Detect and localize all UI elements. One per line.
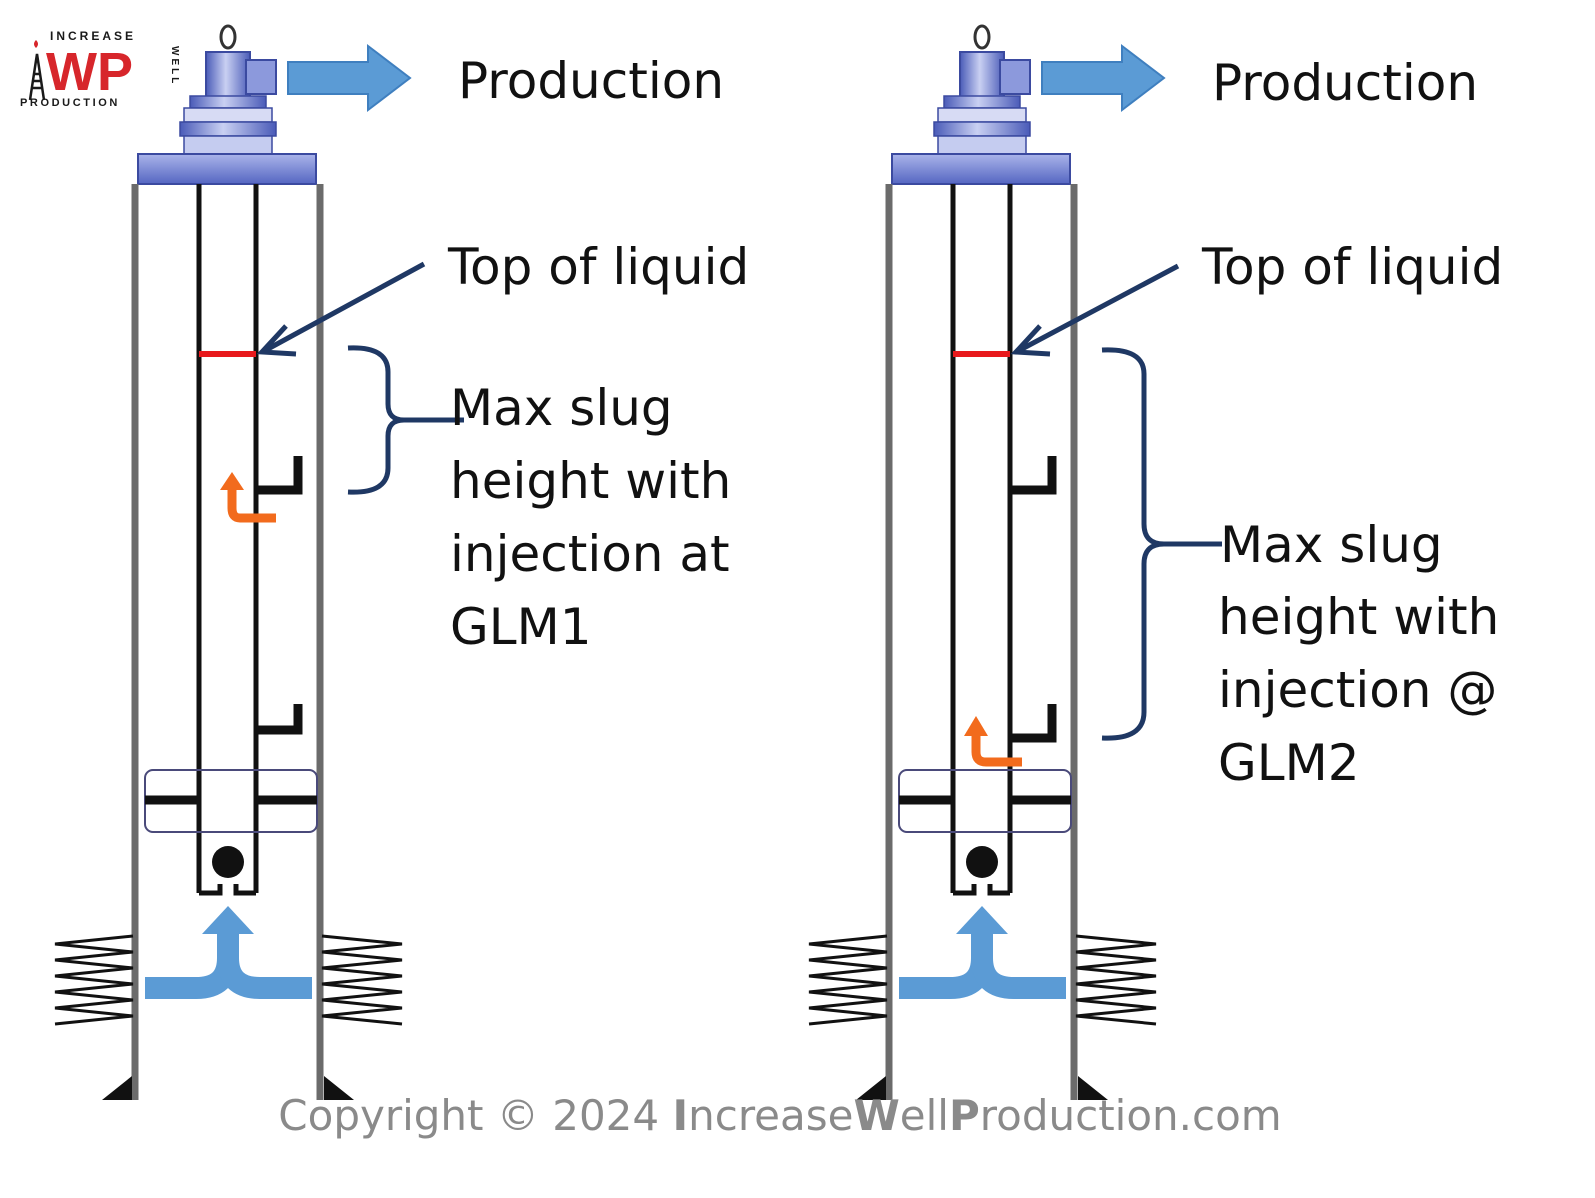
production-label: Production: [1212, 54, 1478, 112]
top-of-liquid-leader: [1018, 263, 1180, 353]
gas-injection-arrow-icon: [964, 716, 1022, 767]
seat-nipple: [199, 884, 256, 896]
well-panel-glm1: Production: [54, 24, 749, 1100]
slug-label-line-3: injection at: [450, 525, 730, 583]
production-label: Production: [458, 52, 724, 110]
slug-height-bracket: [1101, 347, 1222, 741]
copyright-part-1: I: [672, 1091, 688, 1140]
top-of-liquid-label: Top of liquid: [447, 238, 749, 296]
wellhead-icon: [891, 24, 1071, 185]
slug-height-bracket: [347, 345, 464, 495]
leader-arrowhead: [256, 324, 297, 357]
production-arrow-icon: [287, 43, 412, 113]
slug-label-line-3: injection @: [1218, 661, 1497, 719]
logo-side-text: WELL: [169, 46, 180, 86]
seat-nipple: [953, 884, 1010, 896]
top-of-liquid-label: Top of liquid: [1201, 238, 1503, 296]
slug-label-line-1: Max slug: [450, 379, 673, 437]
slug-label-line-2: height with: [1218, 588, 1499, 646]
perforations-left: [808, 934, 888, 1026]
perforations-left: [54, 934, 134, 1026]
check-ball-icon: [212, 846, 244, 878]
casing-shoe-right: [324, 1076, 354, 1100]
glm1-valve: [256, 456, 303, 495]
copyright-part-4: ell: [900, 1091, 949, 1140]
gas-injection-arrow-icon: [220, 472, 276, 523]
logo: INCREASE WP WELL PRODUCTION: [20, 29, 180, 109]
logo-main-text: WP: [46, 42, 133, 102]
check-ball-icon: [966, 846, 998, 878]
casing-shoe-left: [102, 1076, 132, 1100]
logo-top-text: INCREASE: [50, 29, 136, 43]
leader-arrowhead: [1010, 324, 1051, 357]
casing-shoe-left: [856, 1076, 886, 1100]
inflow-arrow-icon: [899, 906, 1066, 999]
casing-shoe-right: [1078, 1076, 1108, 1100]
slug-label-line-4: GLM1: [450, 598, 592, 656]
copyright-prefix: Copyright © 2024: [278, 1091, 672, 1140]
copyright-part-6: roduction.com: [980, 1091, 1282, 1140]
perforations-right: [1075, 934, 1157, 1026]
slug-height-label: Max slug height with injection @ GLM2: [1218, 516, 1499, 792]
top-of-liquid-leader: [264, 261, 426, 353]
glm2-valve: [1010, 704, 1057, 743]
perforations-right: [321, 934, 403, 1026]
slug-label-line-4: GLM2: [1218, 734, 1360, 792]
production-arrow-icon: [1041, 43, 1166, 113]
glm2-valve: [256, 704, 303, 735]
copyright-part-5: P: [949, 1091, 980, 1140]
slug-label-line-2: height with: [450, 452, 731, 510]
copyright-notice: Copyright © 2024 IncreaseWellProduction.…: [278, 1091, 1281, 1140]
slug-height-label: Max slug height with injection at GLM1: [450, 379, 731, 656]
slug-label-line-1: Max slug: [1220, 516, 1443, 574]
inflow-arrow-icon: [145, 906, 312, 999]
logo-bottom-text: PRODUCTION: [20, 97, 120, 109]
well-panel-glm2: Production Top: [808, 24, 1503, 1100]
copyright-part-3: W: [853, 1091, 899, 1140]
wellhead-icon: [137, 24, 317, 185]
copyright-part-2: ncrease: [688, 1091, 853, 1140]
derrick-icon: [28, 40, 46, 101]
glm1-valve: [1010, 456, 1057, 495]
